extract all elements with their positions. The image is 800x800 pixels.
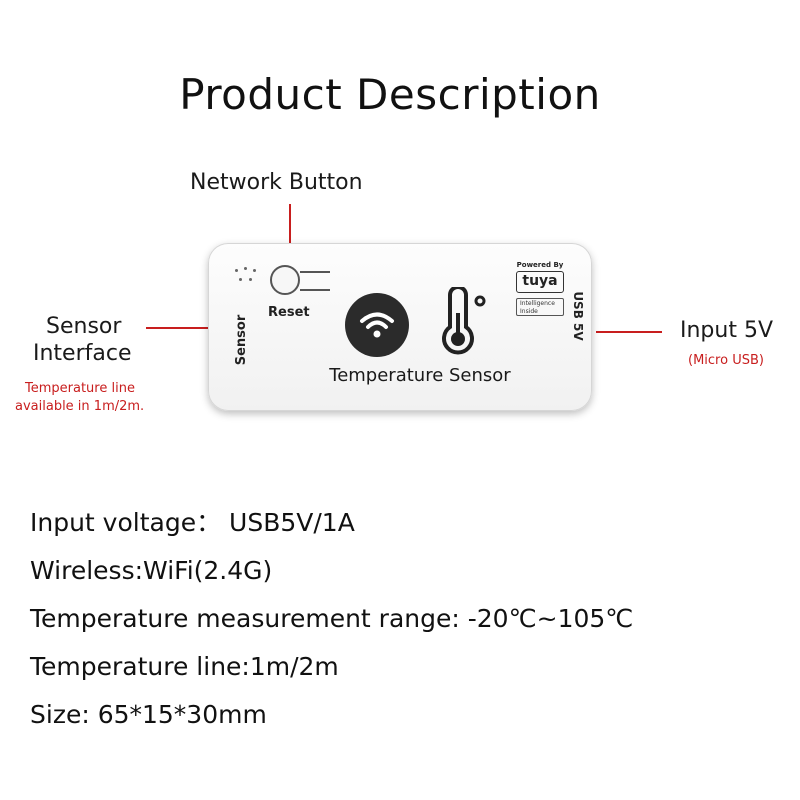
temperature-sensor-device: Sensor Reset Powered By tuya Intelligenc… xyxy=(208,243,592,411)
vent-dots-icon xyxy=(230,265,260,287)
sensor-interface-pointer xyxy=(146,327,214,329)
device-name: Temperature Sensor xyxy=(329,365,511,386)
intel-line2: Inside xyxy=(520,308,538,315)
sensor-interface-callout-line1: Sensor xyxy=(46,314,122,339)
intel-line1: Intelligence xyxy=(520,300,555,307)
intelligence-inside-badge: Intelligence Inside xyxy=(516,298,564,316)
tuya-logo: tuya xyxy=(516,271,564,293)
reset-label: Reset xyxy=(268,305,310,320)
spec-temperature-range: Temperature measurement range: -20℃~105℃ xyxy=(30,604,634,633)
page-title: Product Description xyxy=(179,70,601,119)
reset-button[interactable] xyxy=(270,265,300,295)
device-sensor-label: Sensor xyxy=(233,314,249,366)
device-usb-label: USB 5V xyxy=(571,291,585,341)
spec-size: Size: 65*15*30mm xyxy=(30,700,267,729)
input-note: (Micro USB) xyxy=(688,353,764,368)
input-callout: Input 5V xyxy=(680,318,774,343)
sensor-note-line1: Temperature line xyxy=(25,381,135,396)
input-pointer xyxy=(596,331,662,333)
network-button-callout: Network Button xyxy=(190,170,363,195)
wifi-icon xyxy=(345,293,409,357)
spec-list: Input voltage： USB5V/1A Wireless:WiFi(2.… xyxy=(30,504,790,744)
spec-input-voltage: Input voltage： USB5V/1A xyxy=(30,508,355,537)
network-button-pointer xyxy=(289,204,291,272)
reset-slot-icon xyxy=(300,271,330,291)
sensor-note-line2: available in 1m/2m. xyxy=(15,399,145,414)
tuya-badge: Powered By tuya Intelligence Inside xyxy=(512,261,568,331)
powered-by-label: Powered By xyxy=(516,261,564,269)
sensor-interface-callout-line2: Interface xyxy=(33,341,132,366)
thermometer-icon xyxy=(442,287,486,355)
spec-temperature-line: Temperature line:1m/2m xyxy=(30,652,339,681)
spec-wireless: Wireless:WiFi(2.4G) xyxy=(30,556,273,585)
